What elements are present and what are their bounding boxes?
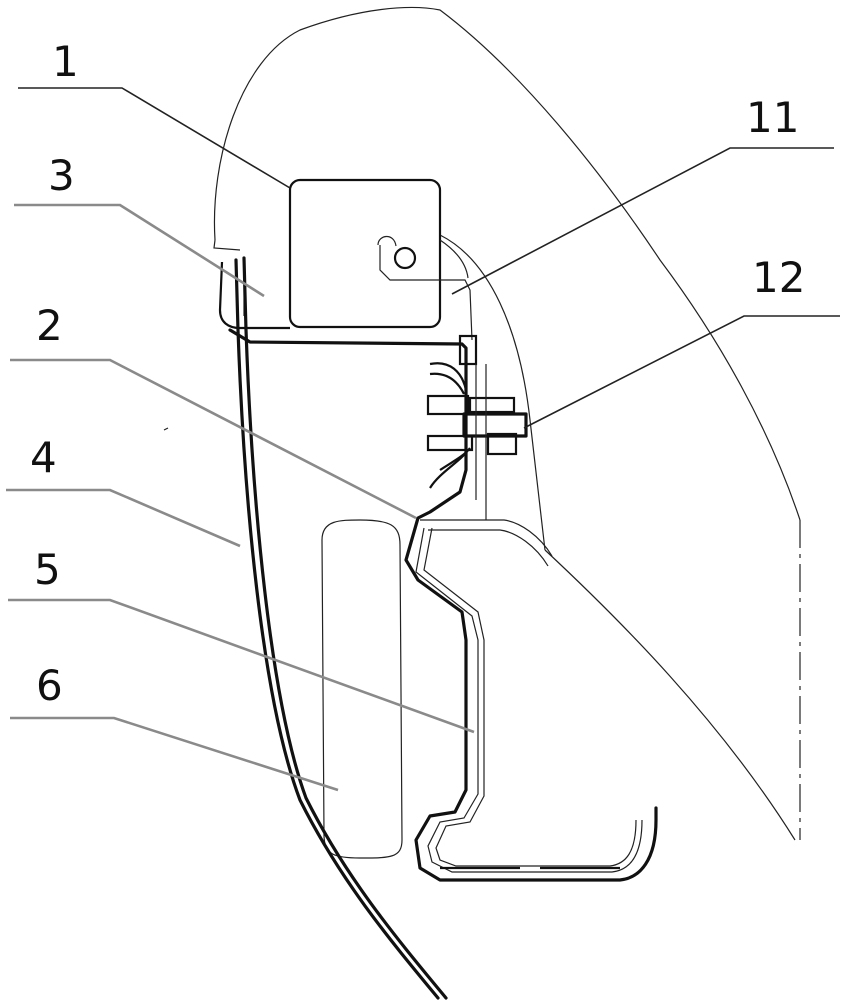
component-1-box (288, 178, 442, 329)
hinge-hook (377, 235, 397, 247)
component-4-cable-b (242, 256, 448, 1000)
outer-body-outline (213, 6, 801, 521)
ref-numeral-5: 5 (34, 545, 61, 594)
ref-numeral-11: 11 (746, 93, 799, 142)
leader-11 (451, 147, 834, 295)
leader-1 (18, 87, 291, 189)
leader-12 (523, 315, 840, 429)
ref-numeral-3: 3 (48, 151, 75, 200)
leader-6 (10, 716, 339, 792)
component-11-bracket (379, 245, 473, 341)
main-rail (228, 328, 658, 882)
ref-numeral-4: 4 (30, 433, 57, 482)
ref-numeral-6: 6 (36, 661, 63, 710)
component-5-profile-wall (415, 527, 643, 873)
ref-numeral-12: 12 (752, 253, 805, 302)
stray-mark (163, 427, 169, 431)
leader-4 (6, 488, 241, 548)
ref-numeral-1: 1 (52, 37, 79, 86)
component-4-cable-a (234, 258, 440, 1000)
leader-5 (8, 598, 475, 734)
component-5-profile-wall-2 (423, 527, 637, 867)
component-5-profile-outer (420, 519, 553, 557)
component-12-clip (426, 334, 528, 520)
lower-skirt-outline (544, 549, 796, 841)
ref-numeral-2: 2 (36, 301, 63, 350)
leader-3 (14, 203, 265, 298)
inner-panel-outline (439, 234, 546, 551)
leader-2 (10, 358, 417, 520)
outer-body-step (213, 239, 241, 251)
component-11-inner (439, 239, 469, 279)
component-3-bracket (218, 261, 290, 330)
component-6-slot (321, 519, 403, 859)
hinge-pin (393, 246, 417, 270)
component-5-profile-inner (428, 529, 549, 567)
